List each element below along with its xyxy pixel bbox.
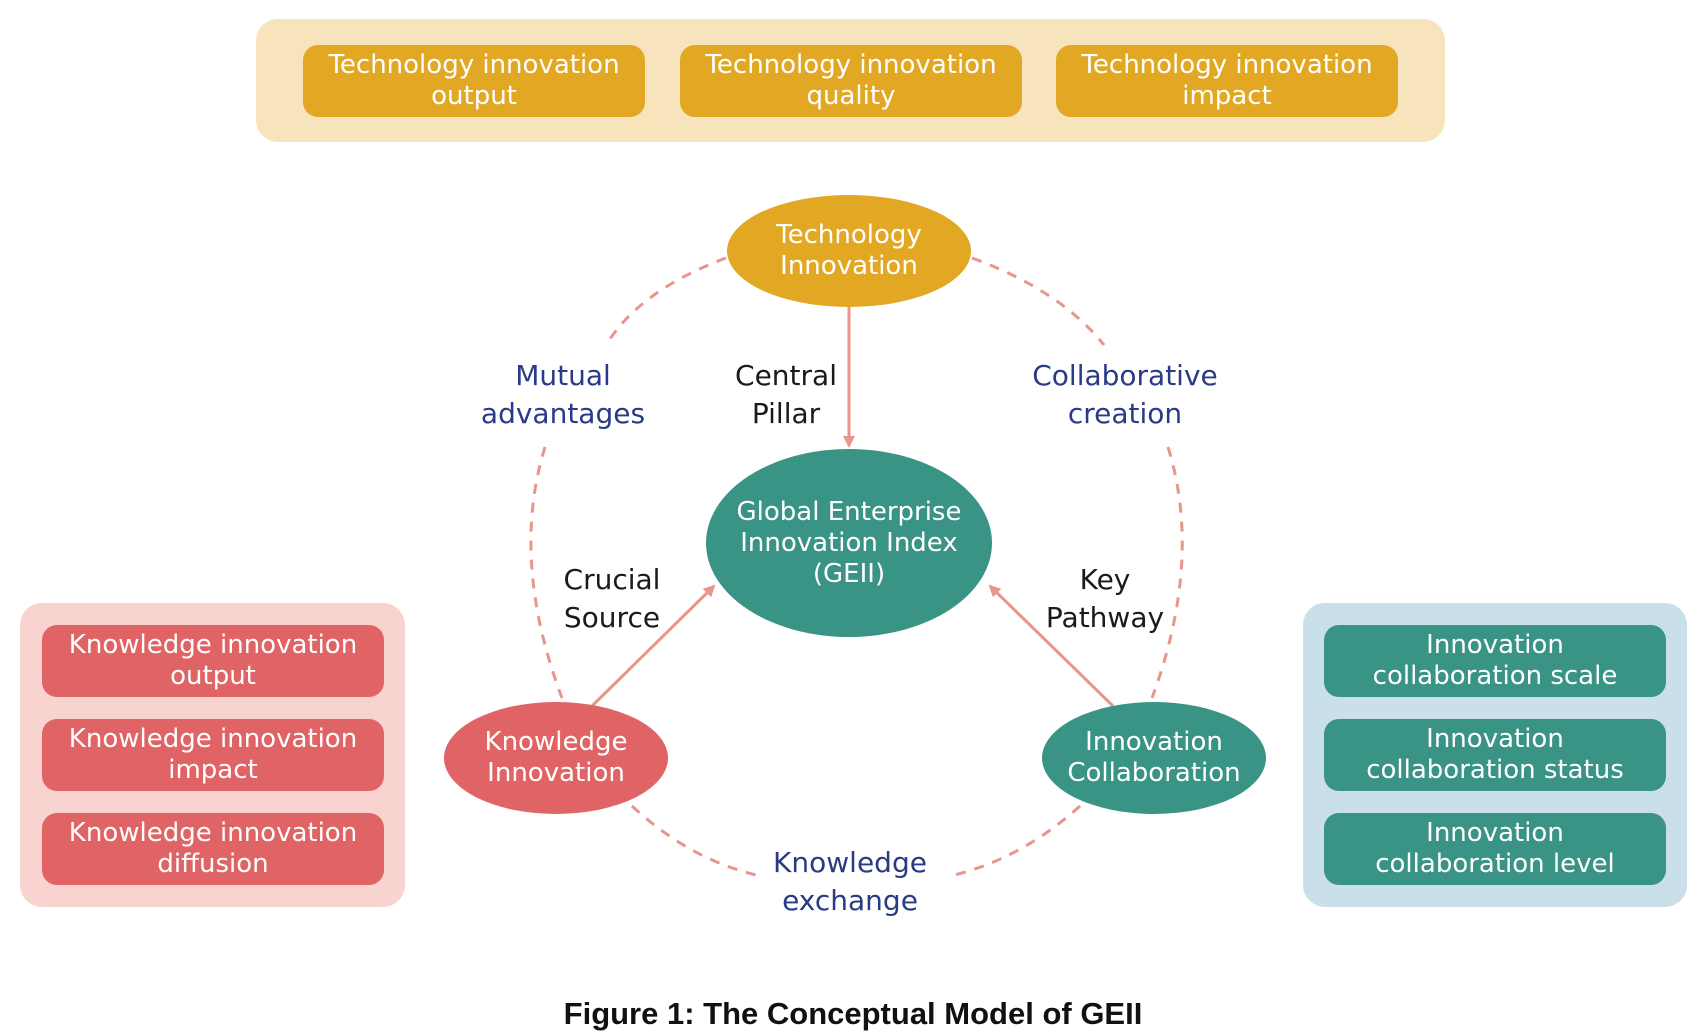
knowledge-innovation-diffusion-box: Knowledge innovation diffusion	[42, 813, 384, 885]
key-pathway-label: Key Pathway	[1045, 563, 1165, 634]
technology-innovation-output-box: Technology innovation output	[303, 45, 645, 117]
technology-innovation-quality-box: Technology innovation quality	[680, 45, 1022, 117]
dashed-arc-bottom-left	[630, 804, 761, 878]
knowledge-innovation-output-box: Knowledge innovation output	[42, 625, 384, 697]
technology-innovation-node: Technology Innovation	[727, 195, 971, 307]
technology-innovation-impact-box: Technology innovation impact	[1056, 45, 1398, 117]
dashed-arc-right	[1150, 446, 1184, 699]
dashed-arc-bottom-right	[949, 804, 1082, 878]
knowledge-innovation-node: Knowledge Innovation	[444, 702, 668, 814]
innovation-collaboration-status-box: Innovation collaboration status	[1324, 719, 1666, 791]
dashed-arc-top-left	[604, 256, 727, 346]
geii-node: Global Enterprise Innovation Index (GEII…	[706, 449, 992, 637]
central-pillar-label: Central Pillar	[735, 359, 837, 430]
crucial-source-label: Crucial Source	[563, 563, 661, 634]
knowledge-exchange-label: Knowledge exchange	[773, 846, 927, 917]
innovation-collaboration-node: Innovation Collaboration	[1042, 702, 1266, 814]
arrow-key-pathway	[988, 584, 1115, 708]
dashed-arc-left	[529, 446, 564, 699]
dashed-arc-top-right	[971, 256, 1106, 346]
innovation-collaboration-scale-box: Innovation collaboration scale	[1324, 625, 1666, 697]
knowledge-innovation-impact-box: Knowledge innovation impact	[42, 719, 384, 791]
collaborative-creation-label: Collaborative creation	[1032, 359, 1218, 430]
innovation-collaboration-level-box: Innovation collaboration level	[1324, 813, 1666, 885]
arrow-crucial-source	[590, 584, 716, 708]
figure-caption: Figure 1: The Conceptual Model of GEII	[563, 996, 1143, 1031]
mutual-advantages-label: Mutual advantages	[480, 359, 646, 430]
